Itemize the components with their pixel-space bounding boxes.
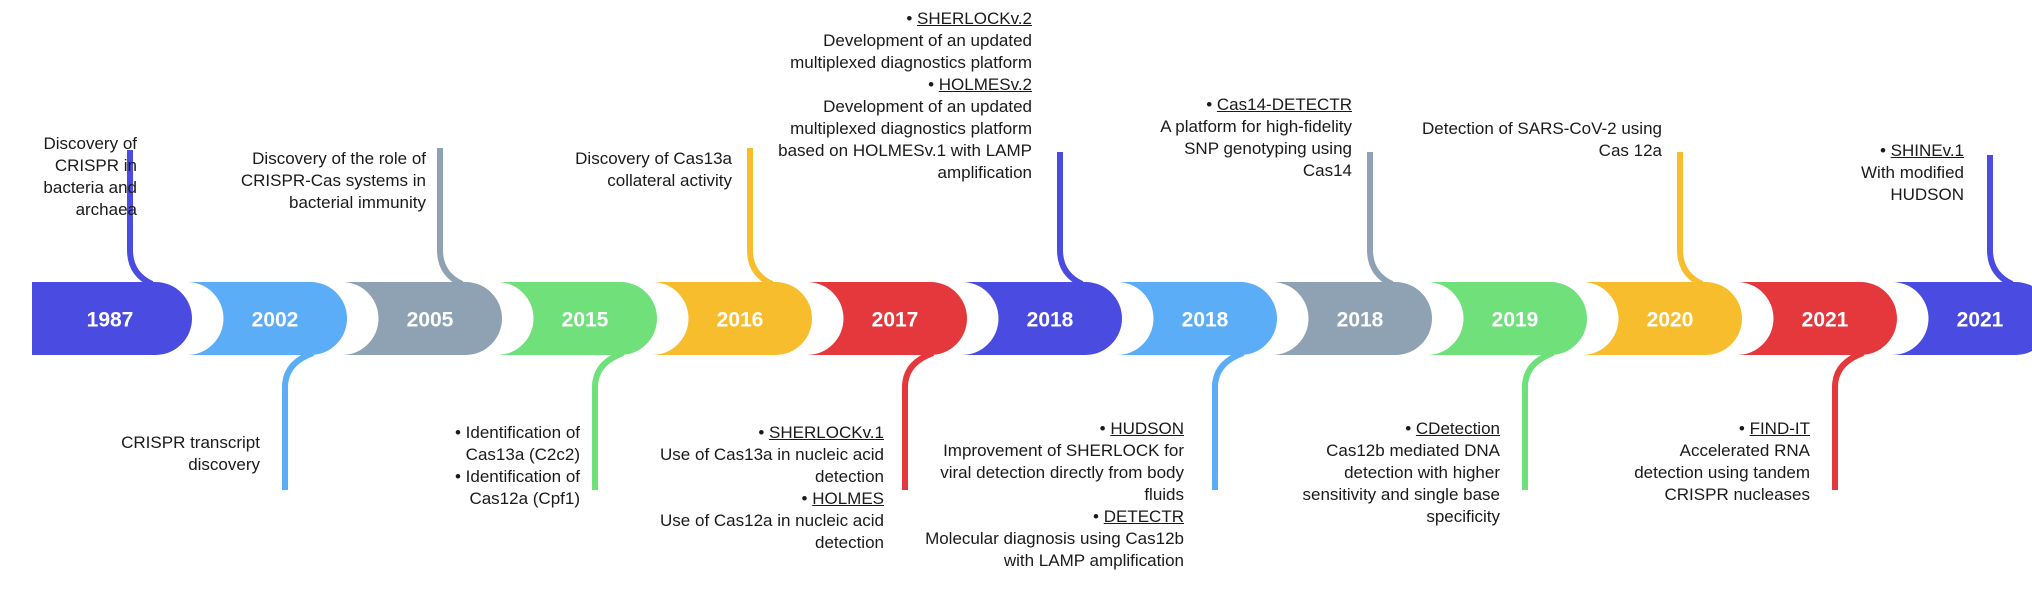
cas14-detectr-name: Cas14-DETECTR — [1216, 95, 1352, 114]
event-2005-text: Discovery of the role of CRISPR-Cas syst… — [240, 149, 426, 212]
cas13a-identification-text: Identification of Cas13a (C2c2) — [465, 423, 580, 464]
connector-top-1987 — [127, 150, 154, 287]
holmes-name: HOLMES — [812, 489, 884, 508]
holmes-item: HOLMES — [634, 488, 884, 510]
find-it-desc: Accelerated RNA detection using tandem C… — [1634, 441, 1810, 504]
hudson-name: HUDSON — [1110, 419, 1184, 438]
year-label-2018: 2018 — [1027, 309, 1074, 332]
cdetection-name: CDetection — [1415, 419, 1500, 438]
sherlock-v1-item: SHERLOCKv.1 — [634, 422, 884, 444]
timeline-segment-2015 — [497, 282, 657, 355]
year-label-2021: 2021 — [1802, 309, 1849, 332]
sherlock-v2-item: SHERLOCKv.2 — [752, 8, 1032, 30]
sherlock-v1-name: SHERLOCKv.1 — [769, 423, 884, 442]
connector-top-2005 — [437, 148, 464, 287]
event-2002-text: CRISPR transcript discovery — [121, 433, 260, 474]
event-2020-text: Detection of SARS-CoV-2 using Cas 12a — [1421, 119, 1662, 160]
timeline-segment-2002 — [187, 282, 347, 355]
holmes-v2-item: HOLMESv.2 — [752, 74, 1032, 96]
hudson-item: HUDSON — [924, 418, 1184, 440]
timeline-segment-2005 — [342, 282, 502, 355]
event-2005: Discovery of the role of CRISPR-Cas syst… — [206, 148, 426, 214]
shine-v1-item: SHINEv.1 — [1804, 140, 1964, 162]
cas13a-identification-item: Identification of Cas13a (C2c2) — [400, 422, 580, 466]
sherlock-v2-name: SHERLOCKv.2 — [917, 9, 1032, 28]
year-label-2021: 2021 — [1957, 309, 2004, 332]
cdetection-item: CDetection — [1270, 418, 1500, 440]
timeline-segment-1987 — [32, 282, 192, 355]
year-label-2016: 2016 — [717, 309, 764, 332]
year-label-2019: 2019 — [1492, 309, 1539, 332]
shine-v1-name: SHINEv.1 — [1890, 141, 1964, 160]
event-2017: SHERLOCKv.1 Use of Cas13a in nucleic aci… — [634, 422, 884, 554]
detectr-item: DETECTR — [924, 506, 1184, 528]
event-2019: CDetection Cas12b mediated DNA detection… — [1270, 418, 1500, 528]
year-label-2017: 2017 — [872, 309, 919, 332]
hudson-desc: Improvement of SHERLOCK for viral detect… — [940, 441, 1184, 504]
event-2018-top: SHERLOCKv.2 Development of an updated mu… — [752, 8, 1032, 184]
event-2016: Discovery of Cas13a collateral activity — [552, 148, 732, 192]
holmes-desc: Use of Cas12a in nucleic acid detection — [660, 511, 884, 552]
cas12a-identification-item: Identification of Cas12a (Cpf1) — [400, 466, 580, 510]
connector-bottom-2017 — [902, 350, 935, 490]
year-label-2018: 2018 — [1337, 309, 1384, 332]
timeline-segment-2020 — [1582, 282, 1742, 355]
timeline-segment-2018 — [962, 282, 1122, 355]
sherlock-v1-desc: Use of Cas13a in nucleic acid detection — [660, 445, 884, 486]
year-label-1987: 1987 — [87, 309, 134, 332]
connector-top-2016 — [747, 148, 774, 287]
connector-bottom-2015 — [592, 350, 625, 490]
year-label-2015: 2015 — [562, 309, 609, 332]
timeline-segment-2017 — [807, 282, 967, 355]
holmes-v2-desc: Development of an updated multiplexed di… — [778, 97, 1032, 182]
timeline-segment-2021 — [1737, 282, 1897, 355]
cas12a-identification-text: Identification of Cas12a (Cpf1) — [465, 467, 580, 508]
event-2020: Detection of SARS-CoV-2 using Cas 12a — [1412, 118, 1662, 162]
connector-top-2020 — [1677, 152, 1704, 287]
find-it-name: FIND-IT — [1749, 419, 1810, 438]
detectr-desc: Molecular diagnosis using Cas12b with LA… — [925, 529, 1184, 570]
cas14-detectr-item: Cas14-DETECTR — [1142, 94, 1352, 116]
connector-bottom-2019 — [1522, 350, 1555, 490]
cas14-detectr-desc: A platform for high-fidelity SNP genotyp… — [1160, 117, 1352, 180]
timeline-segment-2016 — [652, 282, 812, 355]
event-2018-bottom: HUDSON Improvement of SHERLOCK for viral… — [924, 418, 1184, 572]
event-2018-cas14: Cas14-DETECTR A platform for high-fideli… — [1142, 94, 1352, 182]
connector-top-2018 — [1057, 152, 1084, 287]
timeline-connectors — [127, 148, 2014, 490]
event-2021-shine: SHINEv.1 With modified HUDSON — [1804, 140, 1964, 206]
year-label-2020: 2020 — [1647, 309, 1694, 332]
connector-bottom-2018 — [1212, 350, 1245, 490]
find-it-item: FIND-IT — [1630, 418, 1810, 440]
event-2002: CRISPR transcript discovery — [60, 432, 260, 476]
connector-bottom-2002 — [282, 350, 315, 490]
timeline-segment-2018 — [1272, 282, 1432, 355]
timeline-segment-2019 — [1427, 282, 1587, 355]
year-label-2018: 2018 — [1182, 309, 1229, 332]
timeline-segments: 2021 2021 2020 2019 2018 2018 2018 2017 2016 2015… — [32, 282, 2032, 355]
connector-top-2018 — [1367, 152, 1394, 287]
timeline-segment-2021 — [1892, 282, 2032, 355]
event-1987: Discovery of CRISPR in bacteria and arch… — [0, 133, 137, 221]
connector-top-2021 — [1987, 155, 2014, 287]
holmes-v2-name: HOLMESv.2 — [938, 75, 1032, 94]
event-2021-findit: FIND-IT Accelerated RNA detection using … — [1630, 418, 1810, 506]
detectr-name: DETECTR — [1103, 507, 1184, 526]
sherlock-v2-desc: Development of an updated multiplexed di… — [790, 31, 1032, 72]
shine-v1-desc: With modified HUDSON — [1861, 163, 1964, 204]
timeline-segment-2018 — [1117, 282, 1277, 355]
year-label-2002: 2002 — [252, 309, 299, 332]
event-1987-text: Discovery of CRISPR in bacteria and arch… — [43, 134, 137, 219]
event-2015: Identification of Cas13a (C2c2) Identifi… — [400, 422, 580, 510]
cdetection-desc: Cas12b mediated DNA detection with highe… — [1302, 441, 1500, 526]
connector-bottom-2021 — [1832, 350, 1865, 490]
year-label-2005: 2005 — [407, 309, 454, 332]
event-2016-text: Discovery of Cas13a collateral activity — [575, 149, 732, 190]
